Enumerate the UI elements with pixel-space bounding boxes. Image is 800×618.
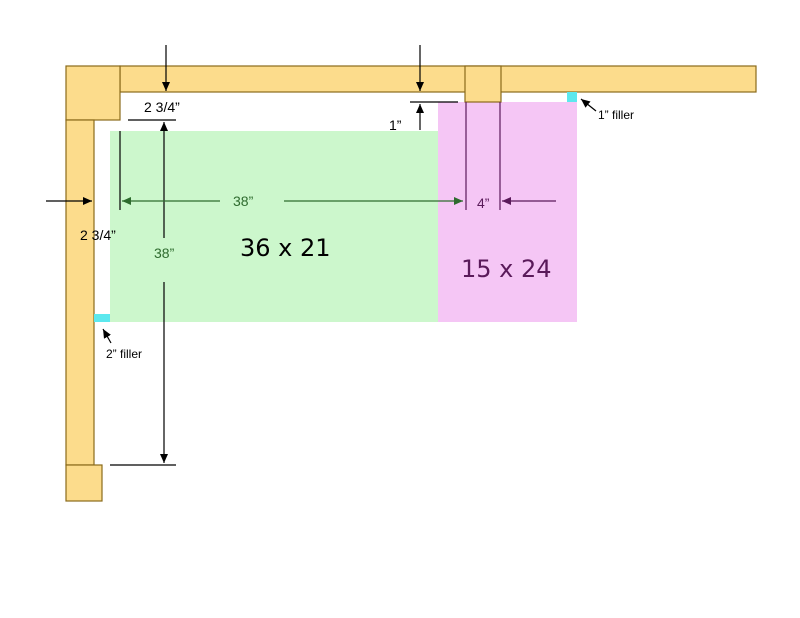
top-beam bbox=[119, 65, 757, 93]
green-cabinet-size: 36 x 21 bbox=[240, 234, 331, 262]
bottom-post bbox=[65, 464, 103, 502]
top-offset-label: 2 3/4” bbox=[144, 99, 180, 115]
filler-2-label: 2” filler bbox=[106, 347, 142, 361]
top-post bbox=[464, 65, 502, 103]
side-offset-label: 2 3/4” bbox=[80, 227, 116, 243]
filler-1-pointer bbox=[580, 98, 597, 112]
filler-1-label: 1” filler bbox=[598, 108, 634, 122]
left-beam bbox=[65, 119, 95, 466]
green-cabinet bbox=[110, 131, 438, 322]
filler-1-block bbox=[567, 92, 577, 102]
gap-4-label: 4” bbox=[477, 195, 490, 211]
filler-2-pointer bbox=[102, 328, 112, 344]
height-38-label: 38” bbox=[154, 245, 175, 261]
small-gap-label: 1” bbox=[389, 117, 402, 133]
pink-cabinet bbox=[438, 102, 577, 322]
filler-2-block bbox=[94, 314, 110, 322]
pink-cabinet-size: 15 x 24 bbox=[461, 255, 552, 283]
corner-post bbox=[65, 65, 121, 121]
width-38-label: 38” bbox=[233, 193, 254, 209]
